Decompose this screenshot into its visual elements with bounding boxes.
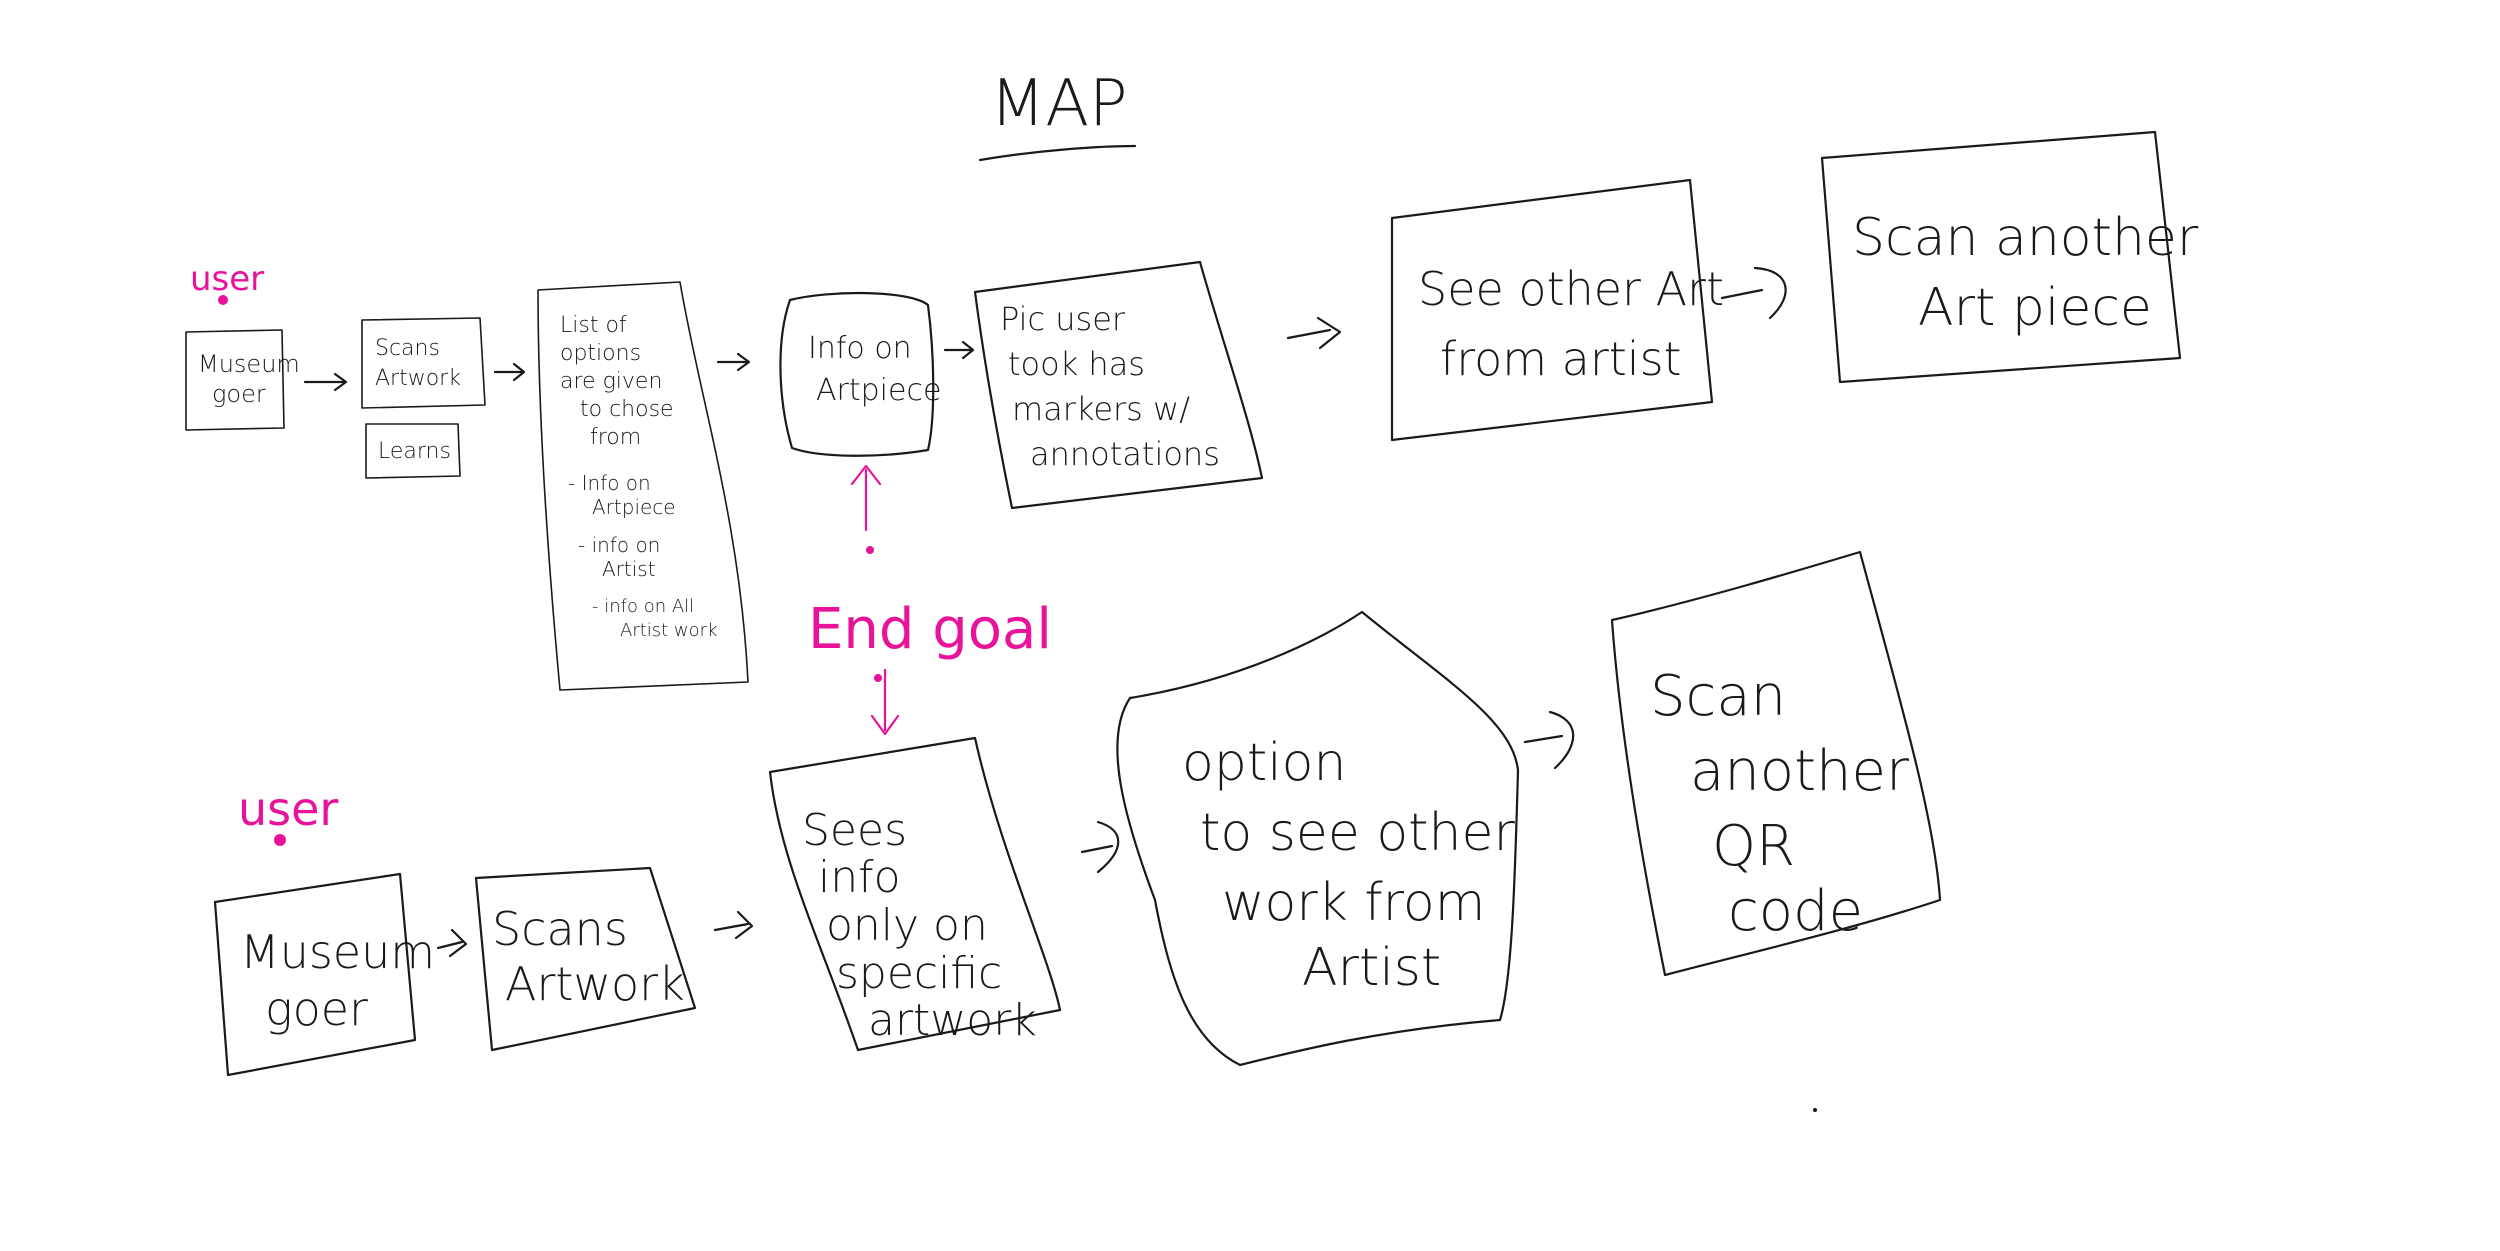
row2-sees-info-box: Sees info only on specific artwork xyxy=(768,736,1062,1052)
row1-scans-artwork-box: Scans Artwork xyxy=(361,317,486,409)
row1-info-line2: Artpiece xyxy=(816,373,941,408)
row1-list-options-box: List of options are given to chose from … xyxy=(537,281,749,691)
arrow-r2-1 xyxy=(436,928,468,958)
row2-option-line3: work from xyxy=(1222,873,1485,933)
row1-list-line3: are given xyxy=(560,369,662,394)
row2-user-label: user xyxy=(238,782,338,836)
row1-option2-line1: - info on xyxy=(578,533,660,557)
row2-qr-line1: Scan xyxy=(1650,664,1786,729)
row1-info-line1: Info on xyxy=(808,331,912,366)
row2-option-line1: option xyxy=(1182,733,1346,793)
end-goal-arrow-down xyxy=(870,668,900,736)
row1-seeother-line1: See other Art xyxy=(1418,262,1724,316)
row1-museum-goer-line1: Museum xyxy=(198,350,300,378)
row1-learns-box: Learns xyxy=(365,423,461,479)
row1-list-line4: to chose xyxy=(580,397,674,422)
arrow-r1-2 xyxy=(493,362,526,382)
row1-museum-goer-box: Museum goer xyxy=(185,329,300,431)
row1-scan-another-art-box: Scan another Art piece xyxy=(1820,130,2199,384)
row1-option2-line2: Artist xyxy=(602,557,656,581)
arrow-r1-5 xyxy=(1286,316,1342,350)
row2-scans-line2: Artwork xyxy=(505,957,685,1011)
row2-option-line2: to see other xyxy=(1200,803,1515,863)
row2-sees-line4: specific xyxy=(836,948,1002,999)
row2-museum-line1: Museum xyxy=(240,925,435,979)
arrow-r2-2 xyxy=(713,910,754,940)
row1-scananother-line1: Scan another xyxy=(1852,208,2199,268)
end-goal-label: End goal xyxy=(808,597,1052,662)
row1-pic-line2: took has xyxy=(1008,345,1145,383)
row2-option-line4: Artist xyxy=(1302,938,1441,998)
row2-sees-line1: Sees xyxy=(802,805,907,856)
row1-option1-line1: - Info on xyxy=(568,471,651,495)
row2-sees-line3: only on xyxy=(826,900,988,951)
row1-pic-line4: annotations xyxy=(1030,435,1220,473)
end-goal-dot xyxy=(866,546,874,554)
row2-option-see-other-box: option to see other work from Artist xyxy=(1116,610,1520,1067)
row2-sees-line2: info xyxy=(818,852,901,903)
page-title: MAP xyxy=(990,67,1128,141)
row1-option3-line1: - info on All xyxy=(592,596,694,617)
row1-list-line1: List of xyxy=(560,313,627,338)
row2-museum-goer-box: Museum goer xyxy=(213,872,435,1077)
row2-scans-line1: Scans xyxy=(492,902,628,956)
row1-pic-line1: Pic user xyxy=(1000,300,1126,338)
arrow-r1-6 xyxy=(1720,266,1787,320)
row1-list-line2: options xyxy=(560,341,641,366)
row1-user-label: user xyxy=(190,259,264,299)
row1-seeother-line2: from artist xyxy=(1440,332,1682,386)
arrow-r2-3 xyxy=(1080,820,1120,874)
row1-pic-user-box: Pic user took has markers w/ annotations xyxy=(973,260,1264,510)
row1-option1-line2: Artpiece xyxy=(592,495,676,519)
row1-option3-line2: Artist work xyxy=(620,620,718,641)
row1-list-line5: from xyxy=(590,425,641,450)
arrow-r1-3 xyxy=(716,352,751,372)
row2-scan-another-qr-box: Scan another QR code xyxy=(1610,550,1942,977)
row1-pic-line3: markers w/ xyxy=(1012,390,1190,428)
row2-qr-line2: another xyxy=(1690,739,1909,804)
row1-museum-goer-line2: goer xyxy=(212,380,266,408)
row2-qr-line4: code xyxy=(1728,879,1863,944)
end-goal-arrow-up xyxy=(850,464,882,532)
row1-scananother-line2: Art piece xyxy=(1918,278,2152,338)
row1-learns-label: Learns xyxy=(378,439,451,464)
row1-see-other-art-box: See other Art from artist xyxy=(1390,178,1724,442)
title-underline xyxy=(978,144,1137,162)
arrow-r1-4 xyxy=(943,340,975,360)
row2-museum-line2: goer xyxy=(265,982,368,1036)
end-goal-dot-lower xyxy=(874,674,882,682)
row2-qr-line3: QR xyxy=(1712,814,1795,879)
arrow-r2-4 xyxy=(1523,710,1575,770)
row2-sees-line5: artwork xyxy=(868,995,1037,1046)
row1-info-artpiece-box: Info on Artpiece xyxy=(779,291,941,457)
row1-scans-line2: Artwork xyxy=(375,366,461,391)
arrow-r1-1 xyxy=(303,372,348,392)
row2-user-dot xyxy=(274,834,286,846)
stray-dot xyxy=(1813,1108,1817,1112)
row1-scans-line1: Scans xyxy=(375,336,440,361)
row2-scans-artwork-box: Scans Artwork xyxy=(474,866,697,1052)
row1-user-dot xyxy=(218,295,228,305)
